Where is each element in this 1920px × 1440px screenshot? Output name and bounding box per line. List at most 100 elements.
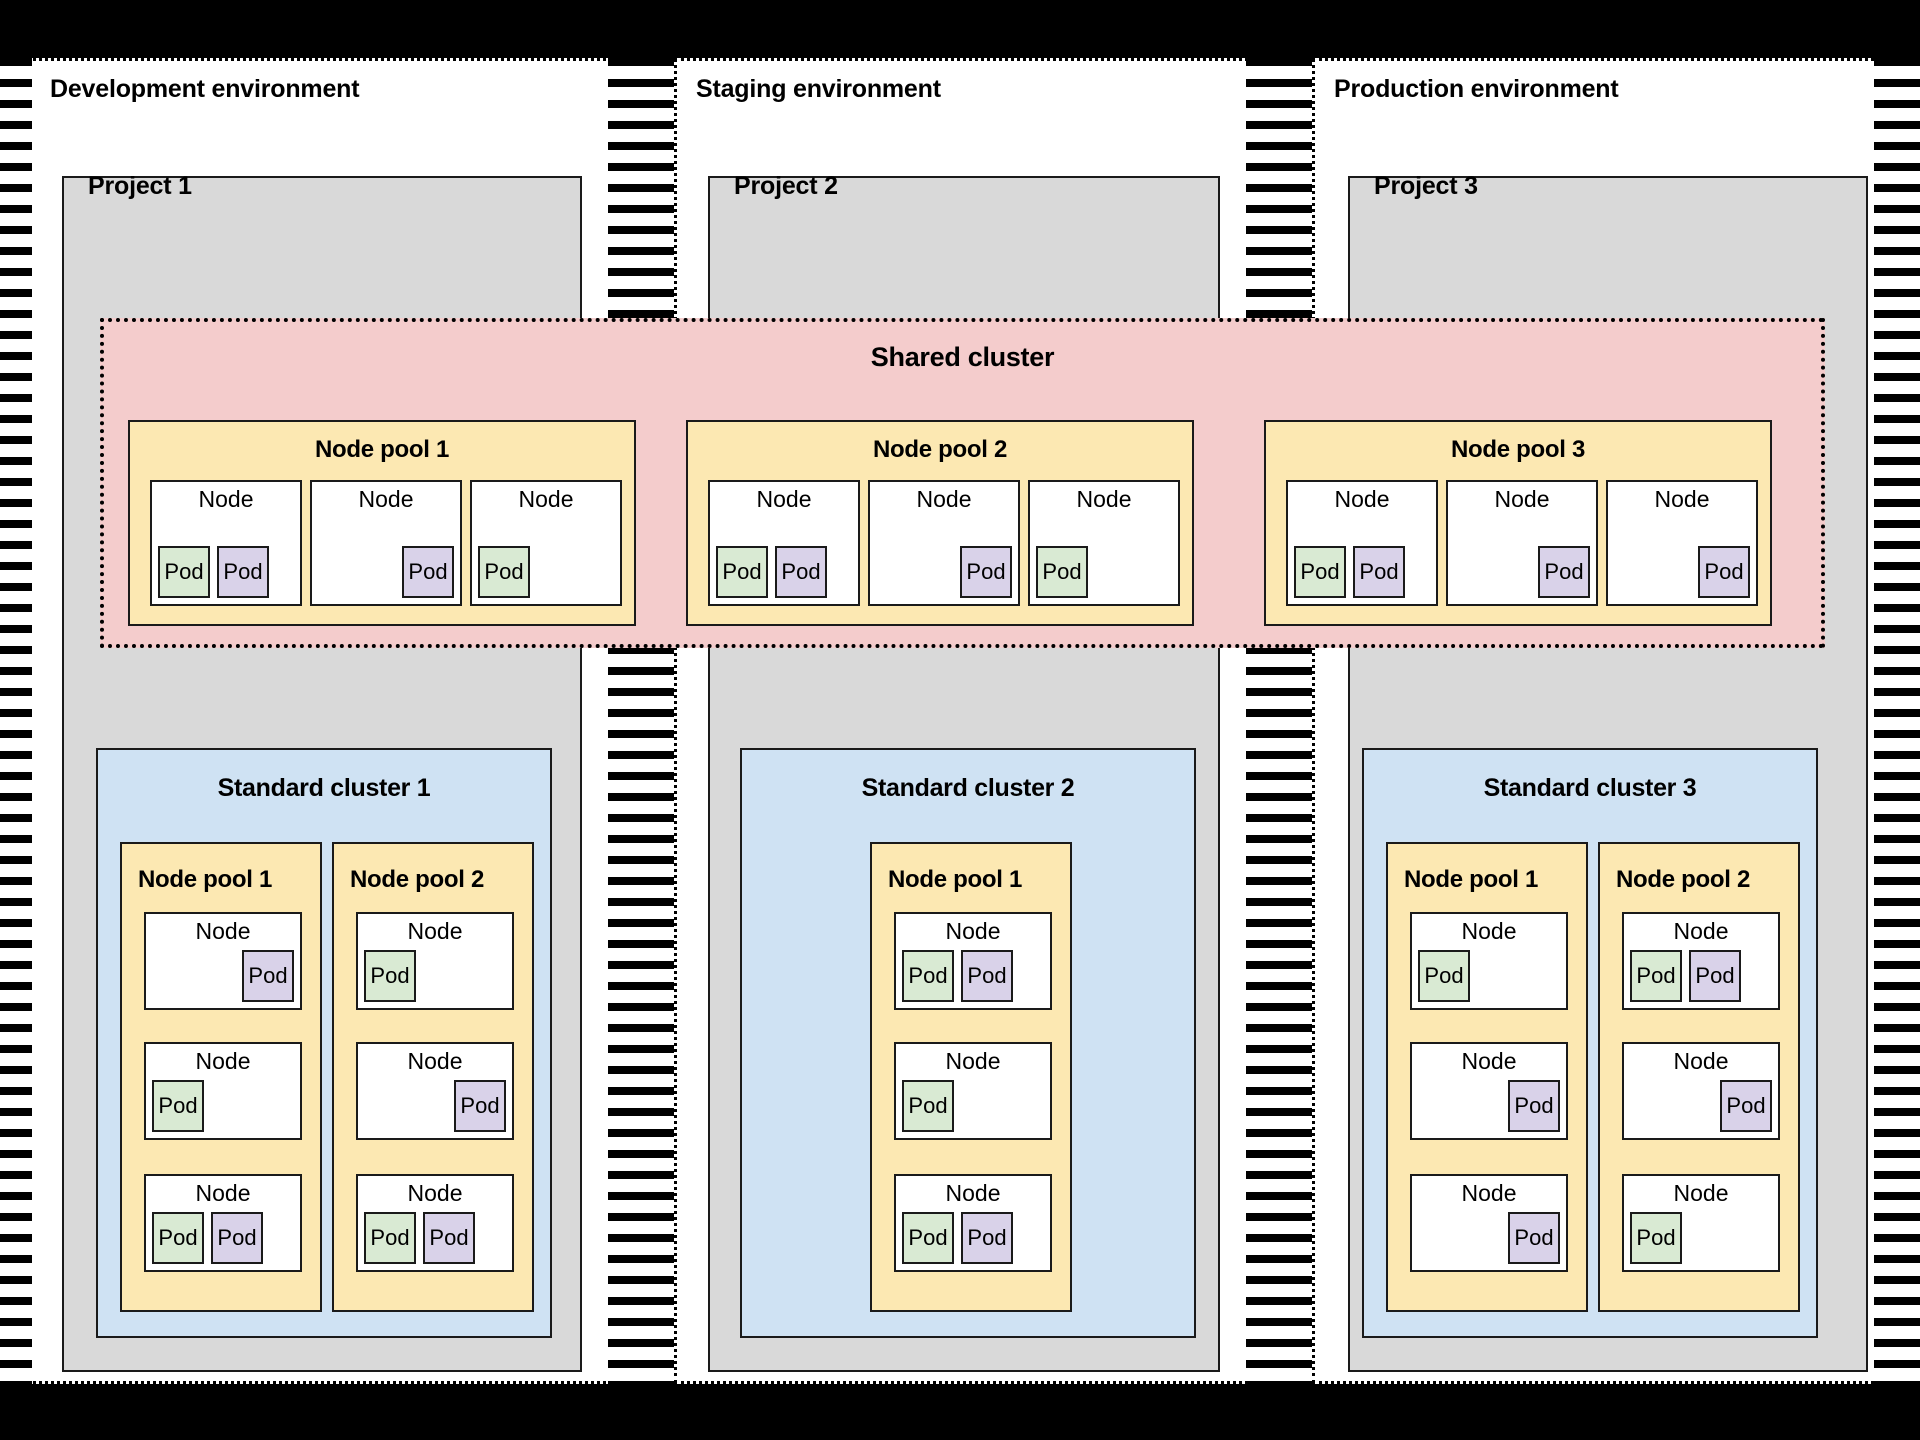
pod: Pod: [423, 1212, 475, 1264]
environment-separator-right: [1874, 58, 1920, 1384]
node-label: Node: [756, 486, 812, 512]
pod: Pod: [902, 1212, 954, 1264]
shared-node-pool-3-title: Node pool 3: [1450, 436, 1586, 463]
node-pods: Pod Pod: [364, 1212, 506, 1264]
node-pods: Pod: [152, 1080, 294, 1132]
node: Node Pod: [356, 1042, 514, 1140]
pod: Pod: [1720, 1080, 1772, 1132]
pod: Pod: [902, 1080, 954, 1132]
sc3-node-pool-2: Node pool 2 Node Pod Pod Node Pod Node P…: [1598, 842, 1800, 1312]
node: Node Pod: [144, 1042, 302, 1140]
node-pods: Pod: [1418, 1212, 1560, 1264]
project-title-3: Project 3: [1374, 172, 1478, 200]
node-pods: Pod: [876, 546, 1012, 598]
standard-cluster-3: Standard cluster 3 Node pool 1 Node Pod …: [1362, 748, 1818, 1338]
shared-node-pool-1-title: Node pool 1: [314, 436, 450, 463]
node: Node Pod: [894, 1042, 1052, 1140]
pod: Pod: [158, 546, 210, 598]
pod: Pod: [1538, 546, 1590, 598]
node-label: Node: [945, 1180, 1001, 1206]
pod: Pod: [364, 1212, 416, 1264]
node: Node Pod Pod: [894, 912, 1052, 1010]
standard-cluster-2-title: Standard cluster 2: [861, 774, 1075, 802]
node-pods: Pod Pod: [716, 546, 852, 598]
node-pods: Pod: [152, 950, 294, 1002]
pod: Pod: [1698, 546, 1750, 598]
node-label: Node: [518, 486, 574, 512]
node-pods: Pod Pod: [902, 1212, 1044, 1264]
pod: Pod: [478, 546, 530, 598]
pod: Pod: [217, 546, 269, 598]
node: Node Pod Pod: [1622, 912, 1780, 1010]
node: Node Pod: [356, 912, 514, 1010]
node: Node Pod: [310, 480, 462, 606]
environment-separator-staging-prod: [1246, 58, 1312, 1384]
node-label: Node: [1654, 486, 1710, 512]
node-pods: Pod: [1630, 1080, 1772, 1132]
node-pods: Pod Pod: [1294, 546, 1430, 598]
node: Node Pod Pod: [894, 1174, 1052, 1272]
node-pods: Pod Pod: [158, 546, 294, 598]
node-pods: Pod: [478, 546, 614, 598]
node-pods: Pod: [902, 1080, 1044, 1132]
node-label: Node: [198, 486, 254, 512]
pod: Pod: [1630, 950, 1682, 1002]
node-label: Node: [195, 1048, 251, 1074]
shared-node-pool-2-title: Node pool 2: [872, 436, 1008, 463]
node: Node Pod Pod: [150, 480, 302, 606]
pod: Pod: [1294, 546, 1346, 598]
node: Node Pod: [144, 912, 302, 1010]
sc3-node-pool-1-title: Node pool 1: [1404, 866, 1539, 893]
node: Node Pod: [1410, 1174, 1568, 1272]
node-label: Node: [916, 486, 972, 512]
pod: Pod: [1353, 546, 1405, 598]
sc3-node-pool-1: Node pool 1 Node Pod Node Pod Node Pod: [1386, 842, 1588, 1312]
pod: Pod: [152, 1080, 204, 1132]
sc1-node-pool-2: Node pool 2 Node Pod Node Pod Node Pod P…: [332, 842, 534, 1312]
node-pods: Pod Pod: [1630, 950, 1772, 1002]
pod: Pod: [1508, 1080, 1560, 1132]
node-label: Node: [1673, 1048, 1729, 1074]
pod: Pod: [961, 950, 1013, 1002]
node-pods: Pod: [1630, 1212, 1772, 1264]
environment-separator-left: [0, 58, 32, 1384]
pod: Pod: [1630, 1212, 1682, 1264]
pod: Pod: [1418, 950, 1470, 1002]
pod: Pod: [1508, 1212, 1560, 1264]
sc1-node-pool-1: Node pool 1 Node Pod Node Pod Node Pod P…: [120, 842, 322, 1312]
sc1-node-pool-1-title: Node pool 1: [138, 866, 273, 893]
sc1-node-pool-2-title: Node pool 2: [350, 866, 485, 893]
node-pods: Pod: [1418, 1080, 1560, 1132]
node: Node Pod Pod: [708, 480, 860, 606]
node-pods: Pod: [364, 950, 506, 1002]
standard-cluster-1-title: Standard cluster 1: [217, 774, 431, 802]
pod: Pod: [402, 546, 454, 598]
node: Node Pod: [868, 480, 1020, 606]
node-label: Node: [945, 1048, 1001, 1074]
node: Node Pod: [1446, 480, 1598, 606]
sc2-node-pool-1-title: Node pool 1: [888, 866, 1023, 893]
node-label: Node: [1334, 486, 1390, 512]
pod: Pod: [902, 950, 954, 1002]
shared-cluster: Shared cluster Node pool 1 Node Pod Pod …: [100, 318, 1825, 648]
node-label: Node: [1673, 1180, 1729, 1206]
environment-title-development: Development environment: [50, 75, 360, 103]
node-pods: Pod: [318, 546, 454, 598]
environment-title-staging: Staging environment: [696, 75, 941, 103]
standard-cluster-3-title: Standard cluster 3: [1483, 774, 1697, 802]
node-label: Node: [1494, 486, 1550, 512]
pod: Pod: [454, 1080, 506, 1132]
pod: Pod: [211, 1212, 263, 1264]
shared-node-pool-1: Node pool 1 Node Pod Pod Node Pod Node P…: [128, 420, 636, 626]
sc3-node-pool-2-title: Node pool 2: [1616, 866, 1751, 893]
pod: Pod: [1036, 546, 1088, 598]
standard-cluster-1: Standard cluster 1 Node pool 1 Node Pod …: [96, 748, 552, 1338]
pod: Pod: [961, 1212, 1013, 1264]
project-title-1: Project 1: [88, 172, 192, 200]
pod: Pod: [1689, 950, 1741, 1002]
node-label: Node: [195, 918, 251, 944]
pod: Pod: [775, 546, 827, 598]
node: Node Pod: [1410, 1042, 1568, 1140]
node-pods: Pod: [1454, 546, 1590, 598]
